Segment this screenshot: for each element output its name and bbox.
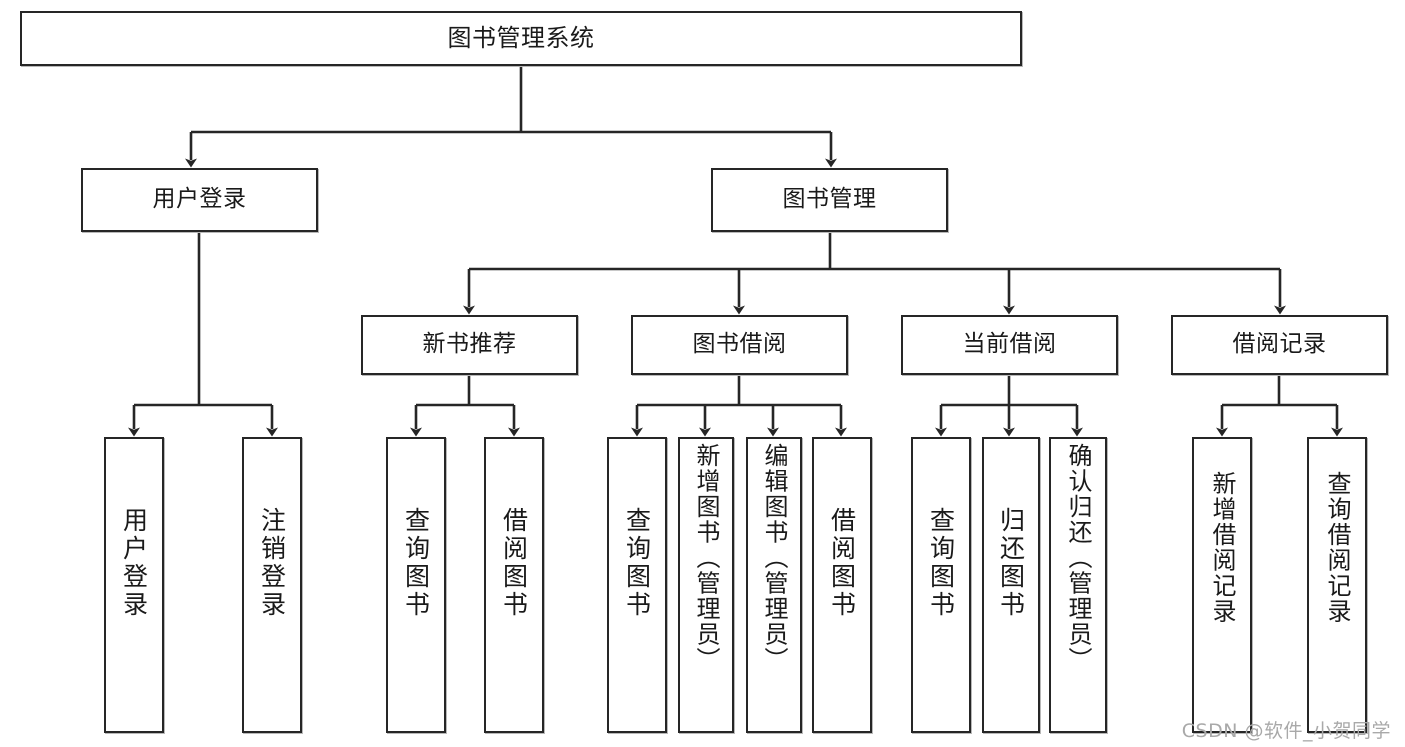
leaf-query-book-1[interactable]: 查询图书: [386, 437, 446, 733]
node-user-login-label: 用户登录: [152, 186, 247, 213]
node-user-login[interactable]: 用户登录: [81, 168, 318, 232]
leaf-query-book-1-label: 查询图书: [401, 507, 431, 619]
leaf-borrow-book-2-label: 借阅图书: [827, 507, 857, 619]
leaf-query-book-3-label: 查询图书: [926, 507, 956, 619]
leaf-add-record-label: 新增借阅记录: [1208, 471, 1236, 624]
leaf-confirm-return-label: 确认归还（管理员）: [1064, 443, 1092, 673]
node-book-borrow-label: 图书借阅: [692, 331, 787, 358]
node-new-book-recommend[interactable]: 新书推荐: [361, 315, 578, 375]
leaf-logout-login[interactable]: 注销登录: [242, 437, 302, 733]
leaf-edit-book[interactable]: 编辑图书（管理员）: [746, 437, 802, 733]
node-current-borrow-label: 当前借阅: [962, 331, 1057, 358]
leaf-user-login-label: 用户登录: [119, 507, 149, 619]
leaf-query-book-2[interactable]: 查询图书: [607, 437, 667, 733]
leaf-query-book-3[interactable]: 查询图书: [911, 437, 971, 733]
leaf-borrow-book-2[interactable]: 借阅图书: [812, 437, 872, 733]
leaf-add-book[interactable]: 新增图书（管理员）: [678, 437, 734, 733]
node-current-borrow[interactable]: 当前借阅: [901, 315, 1118, 375]
node-root[interactable]: 图书管理系统: [20, 11, 1022, 66]
leaf-query-record-label: 查询借阅记录: [1323, 471, 1351, 624]
leaf-add-book-label: 新增图书（管理员）: [692, 443, 720, 673]
leaf-query-book-2-label: 查询图书: [622, 507, 652, 619]
leaf-borrow-book-1[interactable]: 借阅图书: [484, 437, 544, 733]
leaf-confirm-return[interactable]: 确认归还（管理员）: [1049, 437, 1107, 733]
leaf-borrow-book-1-label: 借阅图书: [499, 507, 529, 619]
leaf-return-book-label: 归还图书: [996, 507, 1026, 619]
node-borrow-record[interactable]: 借阅记录: [1171, 315, 1388, 375]
leaf-add-record[interactable]: 新增借阅记录: [1192, 437, 1252, 733]
leaf-logout-login-label: 注销登录: [257, 507, 287, 619]
node-book-manage-label: 图书管理: [782, 186, 877, 213]
leaf-query-record[interactable]: 查询借阅记录: [1307, 437, 1367, 733]
leaf-user-login[interactable]: 用户登录: [104, 437, 164, 733]
node-book-borrow[interactable]: 图书借阅: [631, 315, 848, 375]
csdn-watermark: CSDN @软件_小贺同学: [1181, 720, 1391, 742]
leaf-return-book[interactable]: 归还图书: [982, 437, 1040, 733]
node-root-label: 图书管理系统: [447, 24, 595, 53]
node-new-book-recommend-label: 新书推荐: [422, 331, 517, 358]
node-book-manage[interactable]: 图书管理: [711, 168, 948, 232]
node-borrow-record-label: 借阅记录: [1232, 331, 1327, 358]
leaf-edit-book-label: 编辑图书（管理员）: [760, 443, 788, 673]
